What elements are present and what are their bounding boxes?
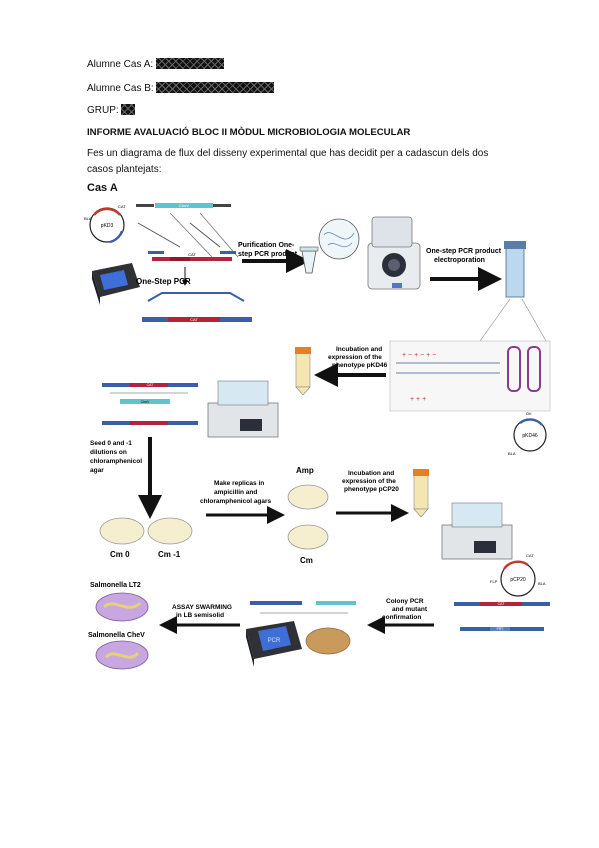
step-make-replicas: Make replicas in ampicillin and chloramp…	[200, 480, 272, 505]
student-b-label: Alumne Cas B:	[87, 83, 154, 94]
falcon-tube	[295, 347, 311, 396]
plate-cm1-label: Cm -1	[158, 550, 181, 559]
pcp20-gene-bla: BLA	[538, 581, 546, 586]
case-title: Cas A	[87, 182, 118, 194]
pkd3-gene-bla: BLA	[84, 216, 92, 221]
strain-lt2-label: Salmonella LT2	[90, 582, 141, 589]
strand-gene-cat: CAT	[188, 252, 196, 257]
pkd46-gene-bla: BLA	[508, 451, 516, 456]
microtube	[299, 246, 319, 274]
step-electroporation: One-step PCR product electroporation	[426, 248, 503, 264]
plate-salmonella-chev	[95, 640, 149, 670]
thermocycler-device	[92, 263, 140, 305]
plasmid-pcp20-label: pCP20	[510, 577, 526, 583]
student-b-line: Alumne Cas B:	[87, 82, 275, 96]
plate-cm0-label: Cm 0	[110, 550, 130, 559]
plasmid-pcp20: pCP20 CAT FLP BLA	[490, 553, 546, 597]
electroporation-cuvette-zoom	[507, 346, 541, 392]
student-a-line: Alumne Cas A:	[87, 58, 224, 72]
pcp20-gene-cat: CAT	[526, 553, 534, 558]
plasmid-pkd46-label: pKD46	[522, 433, 538, 439]
redacted-group	[121, 104, 136, 115]
group-line: GRUP:	[87, 104, 136, 118]
redacted-name-b	[156, 82, 275, 93]
plate-cm-label: Cm	[300, 556, 313, 565]
electroporator-device	[367, 216, 421, 290]
colony-pcr-strands	[250, 601, 356, 614]
pcp20-gene-flp: FLP	[490, 579, 498, 584]
student-a-label: Alumne Cas A:	[87, 59, 154, 70]
zoom-circle	[318, 218, 360, 260]
step-one-step-pcr: One-Step PCR	[136, 277, 191, 286]
plate-cm	[287, 524, 329, 550]
svg-text:+ − + − + −: + − + − + −	[402, 352, 436, 359]
step-purification: Purification One- step PCR product	[238, 242, 298, 258]
step-seed-dilutions: Seed 0 and -1 dilutions on chloramphenic…	[90, 440, 144, 474]
incubator-device	[207, 380, 279, 438]
plate-amp-label: Amp	[296, 466, 314, 475]
redacted-name-a	[155, 58, 224, 69]
recomb-gene-cat: CAT	[147, 383, 155, 387]
template-gene-chev: CheV	[179, 203, 189, 208]
plasmid-pkd46: pKD46 BLA Ori	[508, 411, 547, 456]
flp-strands: CAT FRT	[454, 602, 550, 631]
plate-cm0	[99, 517, 145, 545]
pcr-screen-label: PCR	[268, 638, 281, 644]
group-label: GRUP:	[87, 105, 119, 116]
membrane-lines: + − + − + − + + +	[396, 352, 500, 403]
plate-amp	[287, 484, 329, 510]
recombination-strands: CAT CheV	[102, 383, 198, 425]
step-colony-pcr: Colony PCR and mutant confirmation	[382, 598, 429, 621]
thermocycler-device-2: PCR	[246, 621, 302, 667]
pcr-product-strand: CAT	[142, 292, 252, 322]
falcon-tube-2	[413, 469, 429, 518]
pkd3-gene-cat: CAT	[118, 204, 126, 209]
recomb-gene-chev: CheV	[141, 400, 150, 404]
instructions-text: Fes un diagrama de flux del disseny expe…	[87, 148, 489, 175]
plasmid-pkd3: pKD3 CAT BLA	[84, 204, 126, 244]
colony-plate	[305, 627, 351, 655]
flp-gene-cat: CAT	[498, 602, 506, 606]
pcr-template-strands: CheV CAT	[136, 203, 239, 261]
experimental-flow-diagram: pKD3 CAT BLA CheV CAT One-Step PCR CAT P…	[84, 203, 551, 670]
step-incubation-pcp20: Incubation and expression of the phenoty…	[342, 470, 399, 493]
incubator-device-2	[441, 502, 513, 560]
plate-cm1	[147, 517, 193, 545]
plate-salmonella-lt2	[95, 592, 149, 622]
flp-gene-frt: FRT	[497, 627, 505, 631]
strain-chev-label: Salmonella CheV	[88, 632, 145, 639]
step-incubation-pkd46: Incubation and expression of the phenoty…	[328, 346, 388, 369]
plasmid-pkd3-label: pKD3	[101, 223, 114, 229]
step-assay-swarming: ASSAY SWARMING in LB semisolid	[172, 604, 234, 619]
electroporation-detail-panel	[389, 340, 551, 412]
product-gene-cat: CAT	[190, 317, 198, 322]
pkd46-gene-ori: Ori	[526, 411, 531, 416]
cuvette	[504, 241, 526, 298]
report-title: INFORME AVALUACIÓ BLOC II MÒDUL MICROBIO…	[87, 127, 411, 138]
svg-text:+ + +: + + +	[410, 396, 426, 403]
